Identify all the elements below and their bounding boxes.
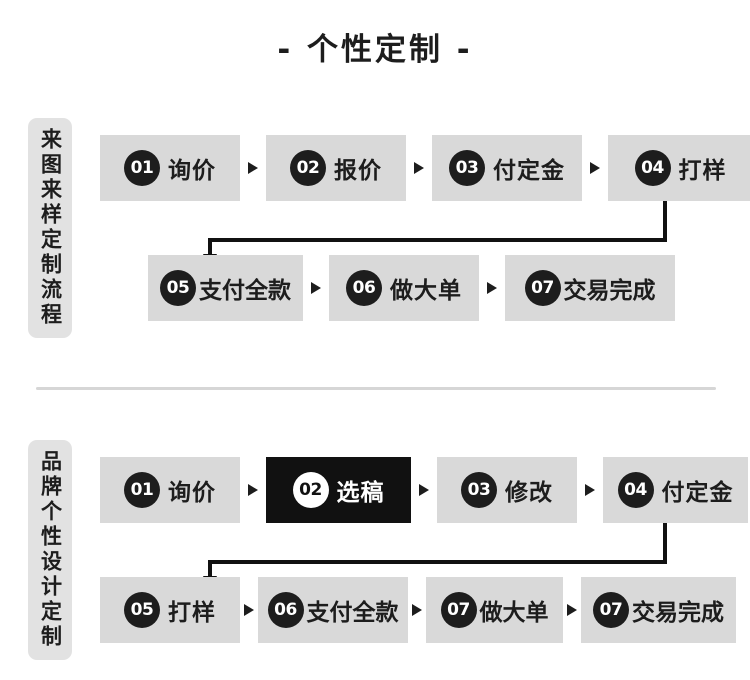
flow-step[interactable]: 06 支付全款 — [258, 577, 408, 643]
step-label: 支付全款 — [306, 600, 399, 626]
step-arrow-separator — [582, 162, 608, 174]
step-number-badge: 03 — [461, 472, 497, 508]
step-label: 选稿 — [336, 480, 385, 506]
step-number-badge: 02 — [292, 472, 329, 508]
arrow-right-icon — [311, 282, 321, 294]
step-label: 修改 — [505, 480, 553, 506]
flow-step[interactable]: 05 支付全款 — [148, 255, 303, 321]
step-arrow-separator — [479, 282, 505, 294]
step-arrow-separator — [577, 484, 603, 496]
flow-step[interactable]: 03 修改 — [437, 457, 577, 523]
section-side-label: 品牌个性设计定制 — [28, 440, 72, 660]
step-number-badge: 01 — [124, 150, 160, 186]
flow-row: 05 支付全款 06 做大单 07 交易完成 — [148, 255, 675, 321]
flow-step[interactable]: 05 打样 — [100, 577, 240, 643]
step-arrow-separator — [240, 484, 266, 496]
step-label: 支付全款 — [199, 278, 291, 304]
flow-step[interactable]: 07 交易完成 — [581, 577, 736, 643]
arrow-right-icon — [248, 484, 258, 496]
page-title: - 个性定制 - — [277, 32, 473, 68]
flow-row: 05 打样 06 支付全款 07 做大单 07 交易完成 — [100, 577, 736, 643]
flow-step[interactable]: 07 交易完成 — [505, 255, 675, 321]
section-side-label-text: 品牌个性设计定制 — [38, 450, 63, 650]
flow-step[interactable]: 02 报价 — [266, 135, 406, 201]
step-number-badge: 06 — [267, 592, 304, 628]
step-number-badge: 07 — [593, 592, 629, 628]
step-label: 做大单 — [479, 600, 549, 626]
arrow-right-icon — [414, 162, 424, 174]
step-number-badge: 05 — [160, 270, 196, 306]
step-arrow-separator — [303, 282, 329, 294]
arrow-right-icon — [248, 162, 258, 174]
step-label: 询价 — [168, 158, 216, 184]
step-label: 付定金 — [661, 480, 734, 506]
step-label: 做大单 — [390, 278, 462, 304]
step-arrow-separator — [240, 604, 258, 616]
flow-row: 01 询价 02 选稿 03 修改 04 付定金 — [100, 457, 748, 523]
step-label: 询价 — [168, 480, 216, 506]
arrow-right-icon — [419, 484, 429, 496]
flow-step[interactable]: 01 询价 — [100, 135, 240, 201]
step-number-badge: 04 — [617, 472, 654, 508]
flow-step[interactable]: 06 做大单 — [329, 255, 479, 321]
step-label: 交易完成 — [632, 600, 724, 626]
flow-step-active[interactable]: 02 选稿 — [266, 457, 411, 523]
step-number-badge: 02 — [290, 150, 326, 186]
step-arrow-separator — [406, 162, 432, 174]
arrow-right-icon — [244, 604, 254, 616]
arrow-right-icon — [412, 604, 422, 616]
step-number-badge: 03 — [449, 150, 485, 186]
section-side-label: 来图来样定制流程 — [28, 118, 72, 338]
flow-section-image-sample: 来图来样定制流程 01 询价 02 报价 03 付定金 04 打样 05 支付全… — [0, 108, 750, 358]
arrow-right-icon — [567, 604, 577, 616]
step-number-badge: 01 — [124, 472, 160, 508]
step-number-badge: 07 — [440, 592, 477, 628]
step-number-badge: 05 — [124, 592, 160, 628]
flow-row: 01 询价 02 报价 03 付定金 04 打样 — [100, 135, 750, 201]
step-number-badge: 07 — [524, 270, 561, 306]
arrow-right-icon — [585, 484, 595, 496]
flow-step[interactable]: 04 付定金 — [603, 457, 748, 523]
step-label: 打样 — [168, 600, 216, 626]
step-label: 打样 — [678, 158, 727, 184]
flow-step[interactable]: 03 付定金 — [432, 135, 582, 201]
step-arrow-separator — [411, 484, 437, 496]
section-divider — [36, 387, 716, 390]
step-number-badge: 06 — [346, 270, 382, 306]
step-label: 交易完成 — [563, 278, 656, 304]
step-arrow-separator — [408, 604, 426, 616]
flow-step[interactable]: 04 打样 — [608, 135, 750, 201]
step-label: 付定金 — [493, 158, 565, 184]
arrow-right-icon — [487, 282, 497, 294]
step-arrow-separator — [240, 162, 266, 174]
flow-step[interactable]: 07 做大单 — [426, 577, 563, 643]
step-arrow-separator — [563, 604, 581, 616]
step-label: 报价 — [334, 158, 382, 184]
arrow-right-icon — [590, 162, 600, 174]
section-side-label-text: 来图来样定制流程 — [38, 128, 63, 328]
step-number-badge: 04 — [634, 150, 671, 186]
flow-step[interactable]: 01 询价 — [100, 457, 240, 523]
flow-section-brand-design: 品牌个性设计定制 01 询价 02 选稿 03 修改 04 付定金 05 打样 — [0, 430, 750, 680]
